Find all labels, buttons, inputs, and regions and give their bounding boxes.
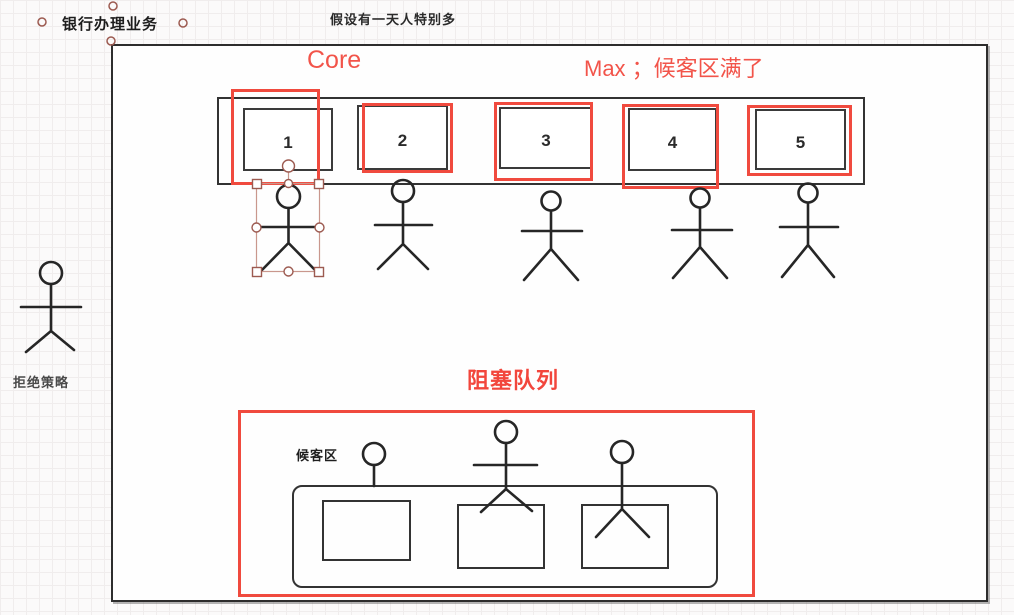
desk-1-number: 1 (283, 132, 293, 152)
rejection-policy-label[interactable]: 拒绝策略 (13, 375, 70, 390)
rejected-customer-icon[interactable] (19, 260, 83, 354)
desk-2-number: 2 (397, 130, 408, 150)
blocking-queue-label[interactable]: 阻塞队列 (467, 368, 560, 393)
waiting-slot-2[interactable] (457, 504, 545, 569)
desk-1-highlight-red-box[interactable] (231, 89, 320, 185)
connection-handle-right-icon[interactable] (178, 18, 188, 28)
waiting-slot-3[interactable] (581, 504, 669, 569)
desk-3-number: 3 (541, 131, 551, 150)
connection-handle-top-icon[interactable] (108, 1, 118, 11)
desk-4[interactable]: 4 (628, 108, 717, 171)
desk-4-number: 4 (667, 132, 678, 152)
blocking-queue-red-rect[interactable] (238, 410, 755, 597)
desk-4-highlight-red-box[interactable] (622, 104, 719, 189)
page-title[interactable]: 银行办理业务 (62, 16, 159, 33)
waiting-area-label[interactable]: 候客区 (296, 448, 339, 463)
connection-handle-left-icon[interactable] (37, 17, 47, 27)
desk-3-highlight-red-box[interactable] (494, 102, 593, 181)
annotation-busy-day[interactable]: 假设有一天人特别多 (330, 12, 457, 27)
desk-5-highlight-red-box[interactable] (747, 105, 852, 176)
max-label[interactable]: Max ；候客区满了 (584, 56, 764, 81)
desk-3[interactable]: 3 (499, 107, 593, 169)
desk-5[interactable]: 5 (755, 109, 846, 170)
core-label[interactable]: Core (307, 46, 362, 74)
desk-2[interactable]: 2 (357, 105, 448, 170)
desk-5-number: 5 (795, 132, 806, 152)
desk-2-highlight-red-box[interactable] (362, 103, 453, 173)
teller-counter-rect[interactable] (217, 97, 865, 185)
waiting-slot-1[interactable] (322, 500, 411, 561)
